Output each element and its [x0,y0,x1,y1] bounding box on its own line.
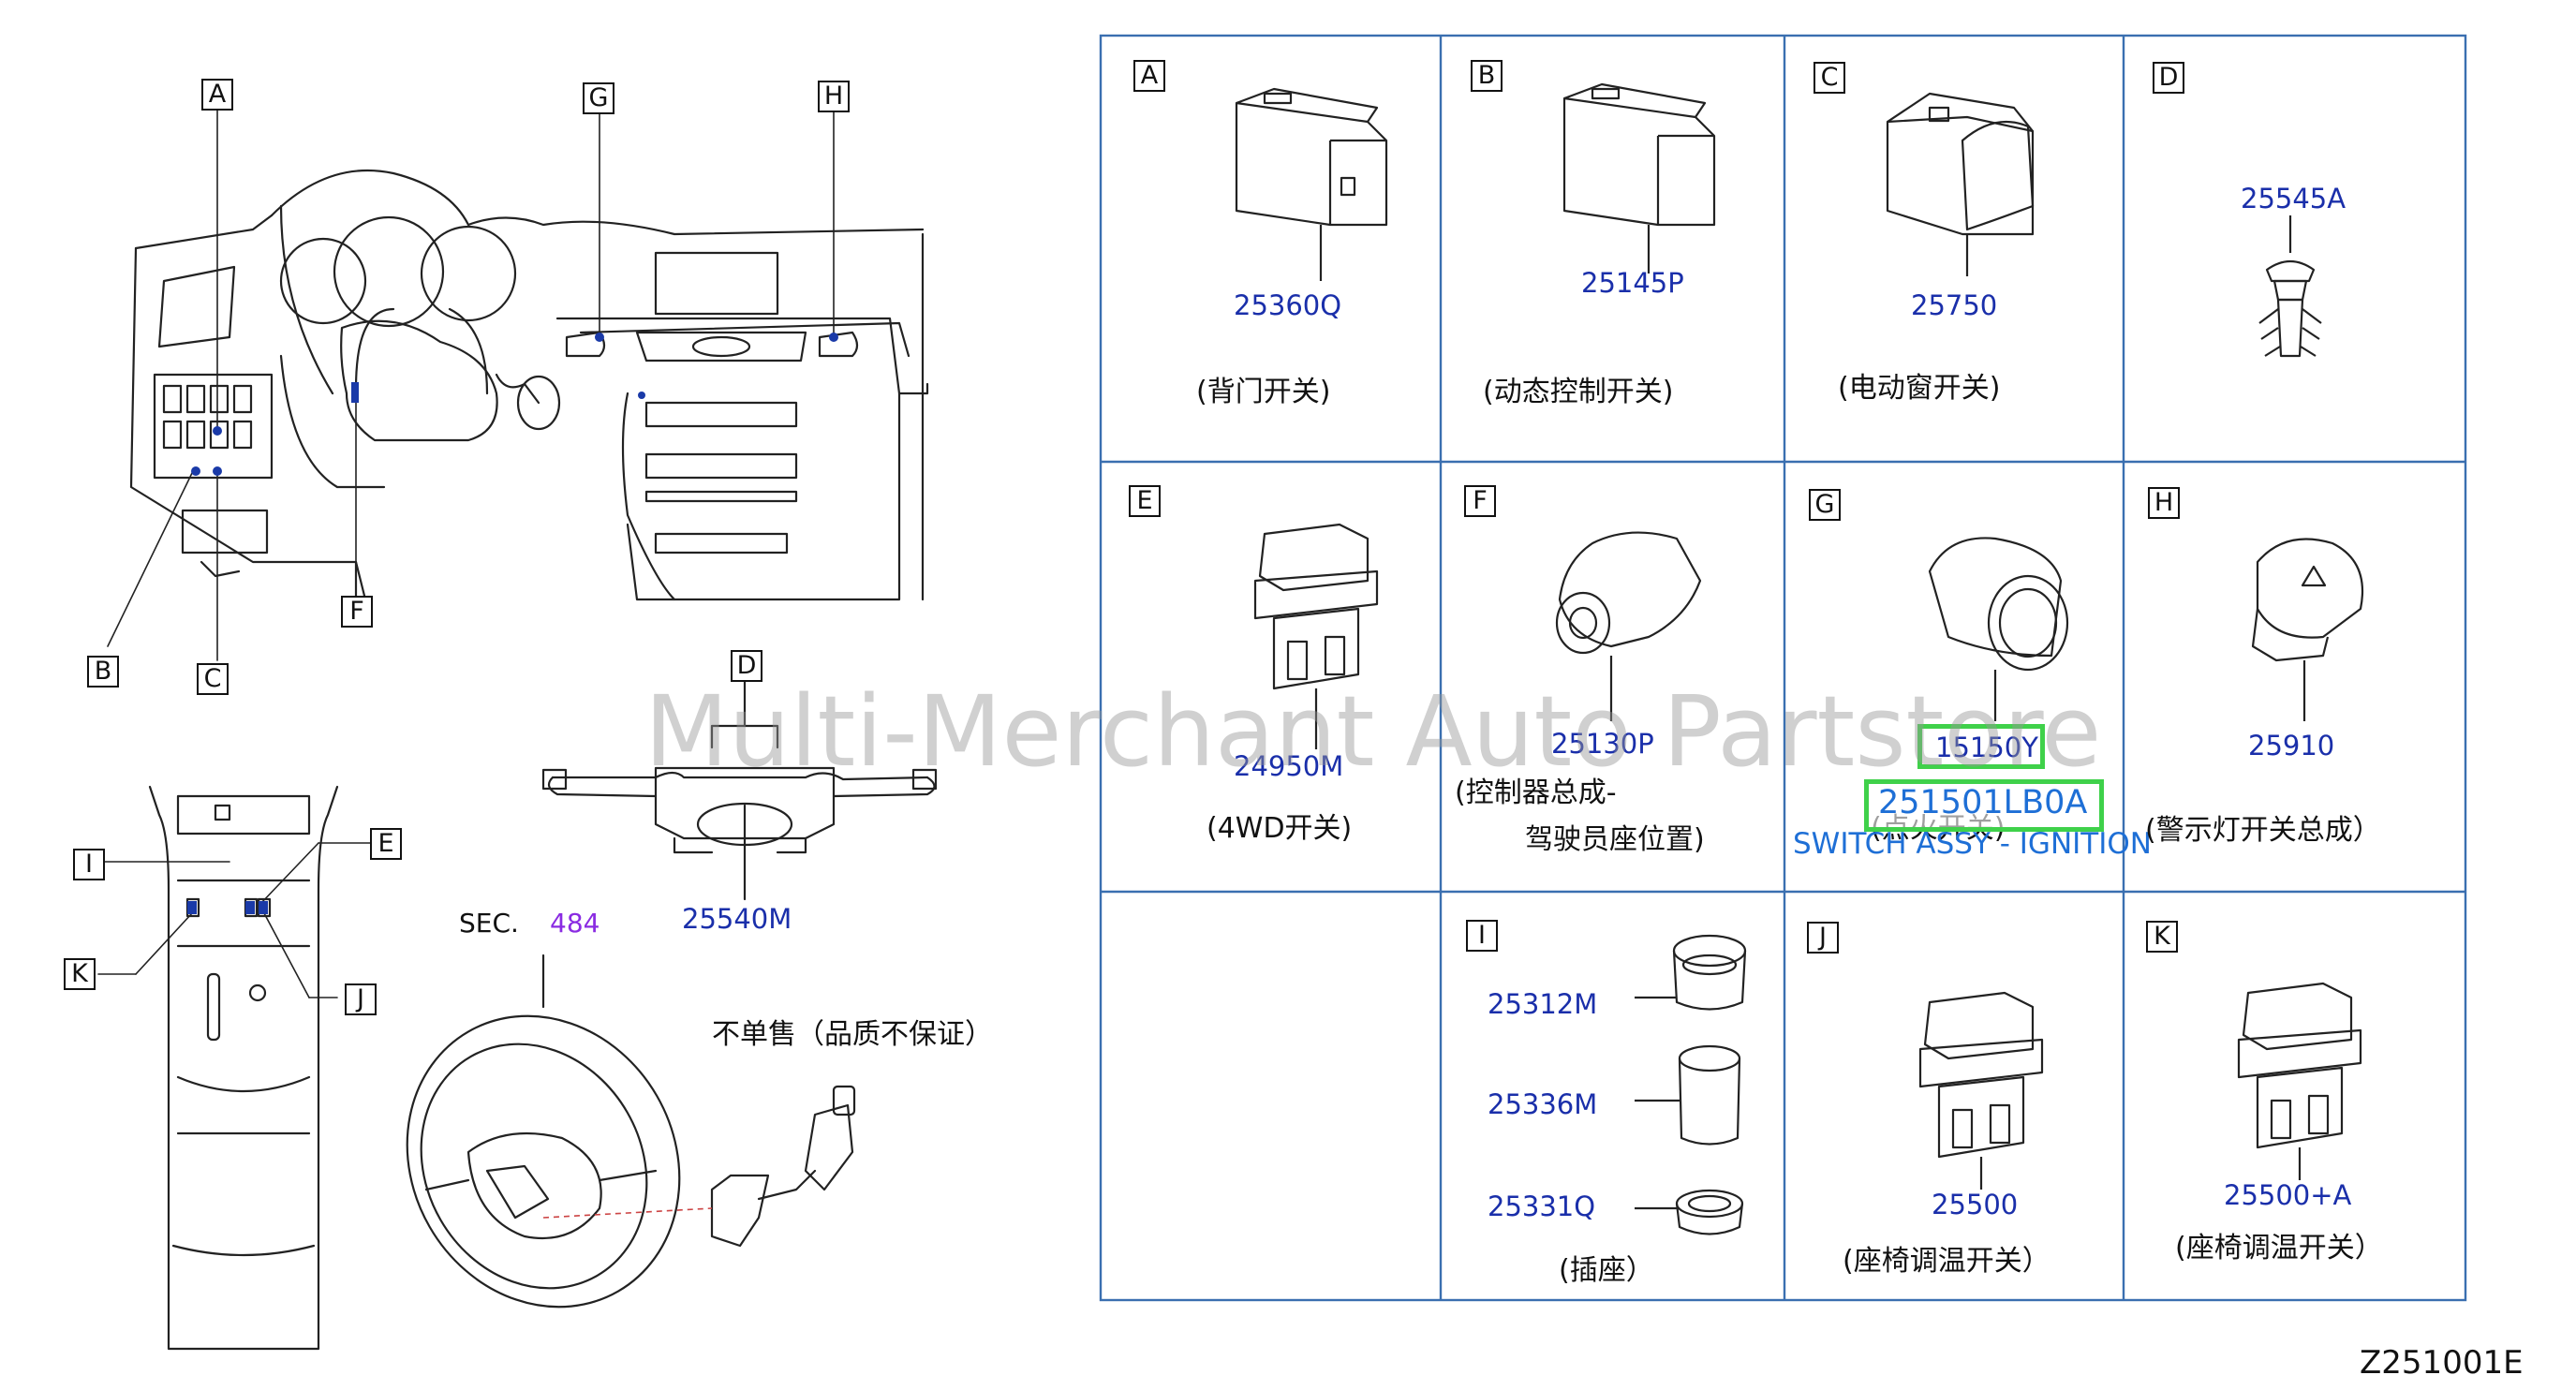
cell-f-name-line2: 驾驶员座位置) [1525,823,1705,856]
cell-i-part-number-3[interactable]: 25331Q [1488,1190,1596,1222]
cell-g-letter: G [1809,489,1841,521]
cell-b-name: (动态控制开关) [1483,376,1674,408]
cell-a-letter: A [1133,60,1165,92]
dial-f-drawing [1555,531,1702,721]
cell-d-letter: D [2153,62,2184,94]
cell-b-letter: B [1471,60,1503,92]
switch-e-drawing [1253,523,1379,749]
switch-j-drawing [1918,991,2044,1190]
highlight-box-15150y [1917,724,2045,769]
cell-i-part-number-1[interactable]: 25312M [1488,988,1598,1020]
highlight-description: SWITCH ASSY - IGNITION [1793,827,2152,861]
watermark-text: Multi-Merchant Auto Partstore [644,674,2102,789]
highlight-box-part [1864,779,2104,832]
callout-j: J [345,983,377,1015]
switch-c-drawing [1886,92,2035,276]
cell-d-part-number[interactable]: 25545A [2241,183,2347,214]
cell-h-part-number[interactable]: 25910 [2248,730,2335,762]
callout-g: G [583,82,614,114]
cell-b-part-number[interactable]: 25145P [1581,267,1684,299]
sec-label: SEC. [459,908,519,939]
cell-e-part-number[interactable]: 24950M [1234,750,1344,782]
cell-k-name: (座椅调温开关） [2175,1232,2383,1264]
switch-b-drawing [1562,82,1716,274]
cell-a-name: (背门开关) [1196,376,1331,408]
sec-number-link[interactable]: 484 [550,908,600,939]
callout-i: I [73,849,105,880]
center-console-illustration [148,785,339,1351]
switch-k-drawing [2237,982,2362,1180]
cell-h-name: (警示灯开关总成） [2145,814,2381,847]
not-sold-note: 不单售（品质不保证） [712,1018,993,1051]
ignition-g-drawing [1928,537,2069,721]
cell-e-name: (4WD开关) [1207,812,1353,845]
cell-a-part-number[interactable]: 25360Q [1234,289,1342,321]
cell-i-letter: I [1466,920,1498,952]
figure-code: Z251001E [2360,1344,2524,1382]
cell-i-name: (插座） [1559,1254,1654,1287]
callout-k: K [64,958,96,990]
cell-f-name: (控制器总成- [1455,776,1617,809]
cell-c-letter: C [1814,62,1845,94]
cell-e-letter: E [1129,485,1161,517]
combination-switch-illustration [541,677,938,901]
highlight-part-number[interactable]: 251501LB0A [1878,784,2088,821]
cell-f-letter: F [1464,485,1496,517]
cell-j-part-number[interactable]: 25500 [1932,1189,2019,1220]
cell-j-letter: J [1807,922,1839,954]
sockets-i-drawing [1635,934,1747,1235]
callout-f: F [341,596,373,628]
cell-i-part-number-2[interactable]: 25336M [1488,1088,1598,1120]
combo-switch-part-number[interactable]: 25540M [682,903,792,935]
parts-grid [1099,34,2467,1302]
callout-b: B [87,656,119,688]
clip-d-drawing [2258,215,2322,358]
callout-e: E [370,828,402,860]
steering-wheel-illustration [406,954,856,1309]
cell-f-part-number[interactable]: 25130P [1551,728,1654,760]
cell-g-part-number[interactable]: 15150Y [1935,732,2038,763]
cell-c-part-number[interactable]: 25750 [1911,289,1998,321]
callout-d: D [731,650,762,682]
cell-k-part-number[interactable]: 25500+A [2224,1179,2352,1211]
callout-h: H [818,81,850,112]
cell-k-letter: K [2146,921,2178,953]
cell-c-name: (电动窗开关) [1838,372,2001,405]
hazard-h-drawing [2251,538,2364,721]
callout-c: C [197,663,229,695]
cell-h-letter: H [2148,487,2180,519]
callout-a: A [201,79,233,111]
switch-a-drawing [1235,87,1388,281]
cell-j-name: (座椅调温开关） [1843,1245,2050,1278]
dashboard-illustration [129,169,929,601]
